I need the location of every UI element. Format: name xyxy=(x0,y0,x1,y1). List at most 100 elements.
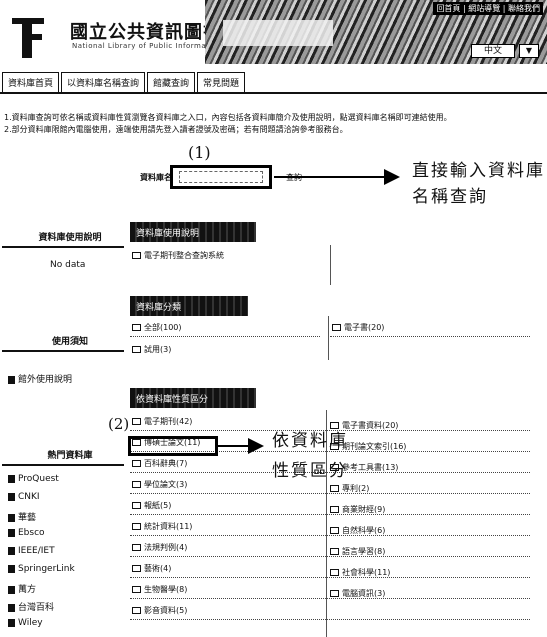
list-item[interactable]: 博碩士論文(11) xyxy=(132,437,200,448)
folder-icon xyxy=(132,544,141,551)
folder-icon xyxy=(132,523,141,530)
list-item[interactable]: 電子書(20) xyxy=(332,322,384,333)
list-item[interactable]: 自然科學(6) xyxy=(330,525,385,536)
list-item-label: 百科辭典(7) xyxy=(144,459,188,468)
popular-database-item[interactable]: IEEE/IET xyxy=(8,546,55,556)
folder-icon xyxy=(330,485,339,492)
dotted-divider xyxy=(330,336,530,337)
list-item-label: 法規判例(4) xyxy=(144,543,188,552)
list-item[interactable]: 生物醫學(8) xyxy=(132,584,187,595)
left-item-label: 館外使用說明 xyxy=(18,375,73,385)
left-heading-notice: 使用須知 xyxy=(51,337,88,347)
list-item[interactable]: 語言學習(8) xyxy=(330,546,385,557)
popular-database-item[interactable]: SpringerLink xyxy=(8,564,75,574)
list-item[interactable]: 報紙(5) xyxy=(132,500,171,511)
list-item-label: 博碩士論文(11) xyxy=(144,438,201,447)
list-item[interactable]: 電腦資訊(3) xyxy=(330,588,385,599)
list-item[interactable]: 參考工具書(13) xyxy=(330,462,398,473)
tab-database-home[interactable]: 資料庫首頁 xyxy=(2,72,60,92)
search-label: 資料庫名稱 xyxy=(140,173,180,182)
document-icon xyxy=(8,492,15,501)
divider xyxy=(2,350,124,352)
popular-database-item[interactable]: 萬方 xyxy=(8,582,36,595)
list-item[interactable]: 百科辭典(7) xyxy=(132,458,187,469)
column-divider xyxy=(330,245,331,285)
document-icon xyxy=(8,513,15,522)
list-item-label: 統計資料(11) xyxy=(144,522,193,531)
folder-icon xyxy=(132,481,141,488)
list-item-label: 電腦資訊(3) xyxy=(342,589,386,598)
popular-database-item[interactable]: Wiley xyxy=(8,618,43,628)
folder-icon xyxy=(132,502,141,509)
divider xyxy=(2,464,124,466)
chevron-down-icon[interactable]: ▼ xyxy=(519,44,539,58)
list-item-label: 電子書資料(20) xyxy=(342,421,399,430)
folder-icon xyxy=(330,422,339,429)
list-item[interactable]: 商業財經(9) xyxy=(330,504,385,515)
popular-database-item[interactable]: ProQuest xyxy=(8,474,59,484)
popular-database-item[interactable]: CNKI xyxy=(8,492,40,502)
dotted-divider xyxy=(130,535,530,536)
section-header-usage: 資料庫使用說明 xyxy=(130,222,256,242)
list-item[interactable]: 期刊論文索引(16) xyxy=(330,441,406,452)
folder-icon xyxy=(132,439,141,446)
list-item[interactable]: 統計資料(11) xyxy=(132,521,192,532)
dotted-divider xyxy=(130,556,530,557)
arrow-head-icon xyxy=(384,169,400,185)
folder-icon xyxy=(132,607,141,614)
list-item[interactable]: 電子期刊整合查詢系統 xyxy=(132,250,224,261)
list-item[interactable]: 藝術(4) xyxy=(132,563,171,574)
document-icon xyxy=(8,528,15,537)
list-item-label: 參考工具書(13) xyxy=(342,463,399,472)
note-line: 性質區分 xyxy=(272,461,348,481)
popular-database-label: IEEE/IET xyxy=(18,546,55,556)
list-item[interactable]: 社會科學(11) xyxy=(330,567,390,578)
annotation-marker-2: (2) xyxy=(108,415,130,433)
library-logo[interactable] xyxy=(8,8,48,60)
popular-database-label: 華藝 xyxy=(18,513,37,523)
list-item[interactable]: 全部(100) xyxy=(132,322,182,333)
tab-collection-search[interactable]: 館藏查詢 xyxy=(147,72,196,92)
section-header-category: 資料庫分類 xyxy=(130,296,248,316)
list-item[interactable]: 法規判例(4) xyxy=(132,542,187,553)
tab-divider xyxy=(0,92,547,94)
folder-icon xyxy=(332,324,341,331)
popular-database-item[interactable]: 華藝 xyxy=(8,510,36,523)
list-item-label: 語言學習(8) xyxy=(342,547,386,556)
annotation-highlight-box xyxy=(128,436,218,456)
left-item-remote[interactable]: 館外使用說明 xyxy=(8,372,72,385)
list-item[interactable]: 學位論文(3) xyxy=(132,479,187,490)
annotation-note-2: 依資料庫 性質區分 xyxy=(272,426,348,486)
left-item-no-data: No data xyxy=(50,260,86,270)
popular-database-item[interactable]: Ebsco xyxy=(8,528,45,538)
list-item[interactable]: 專利(2) xyxy=(330,483,369,494)
language-select[interactable]: 中文 xyxy=(471,44,515,58)
list-item[interactable]: 電子期刊(42) xyxy=(132,416,192,427)
folder-icon xyxy=(132,324,141,331)
folder-icon xyxy=(330,506,339,513)
note-line: 依資料庫 xyxy=(272,431,348,451)
list-item[interactable]: 電子書資料(20) xyxy=(330,420,398,431)
tab-faq[interactable]: 常見問題 xyxy=(197,72,246,92)
folder-icon xyxy=(132,586,141,593)
popular-database-label: SpringerLink xyxy=(18,564,75,574)
dotted-divider xyxy=(130,577,530,578)
top-links[interactable]: 回首頁 | 網站導覽 | 聯絡我們 xyxy=(433,2,543,15)
database-name-input[interactable] xyxy=(179,171,263,183)
list-item-label: 報紙(5) xyxy=(144,501,172,510)
document-icon xyxy=(8,564,15,573)
note-line: 名稱查詢 xyxy=(412,187,488,207)
instruction-line: 1.資料庫查詢可依名稱或資料庫性質瀏覽各資料庫之入口，內容包括各資料庫簡介及使用… xyxy=(4,113,452,122)
popular-database-label: ProQuest xyxy=(18,474,59,484)
popular-database-item[interactable]: 台灣百科 xyxy=(8,600,54,613)
document-icon xyxy=(8,474,15,483)
folder-icon xyxy=(330,464,339,471)
list-item[interactable]: 影音資料(5) xyxy=(132,605,187,616)
left-heading-usage: 資料庫使用說明 xyxy=(38,233,102,243)
list-item[interactable]: 試用(3) xyxy=(132,344,171,355)
main-tabs: 資料庫首頁 以資料庫名稱查詢 館藏查詢 常見問題 xyxy=(2,72,246,92)
instruction-line: 2.部分資料庫限館內電腦使用，遠端使用請先登入讀者證號及密碼；若有問題請洽詢參考… xyxy=(4,125,348,134)
list-item-label: 影音資料(5) xyxy=(144,606,188,615)
tab-search-by-name[interactable]: 以資料庫名稱查詢 xyxy=(61,72,146,92)
dotted-divider xyxy=(130,472,530,473)
